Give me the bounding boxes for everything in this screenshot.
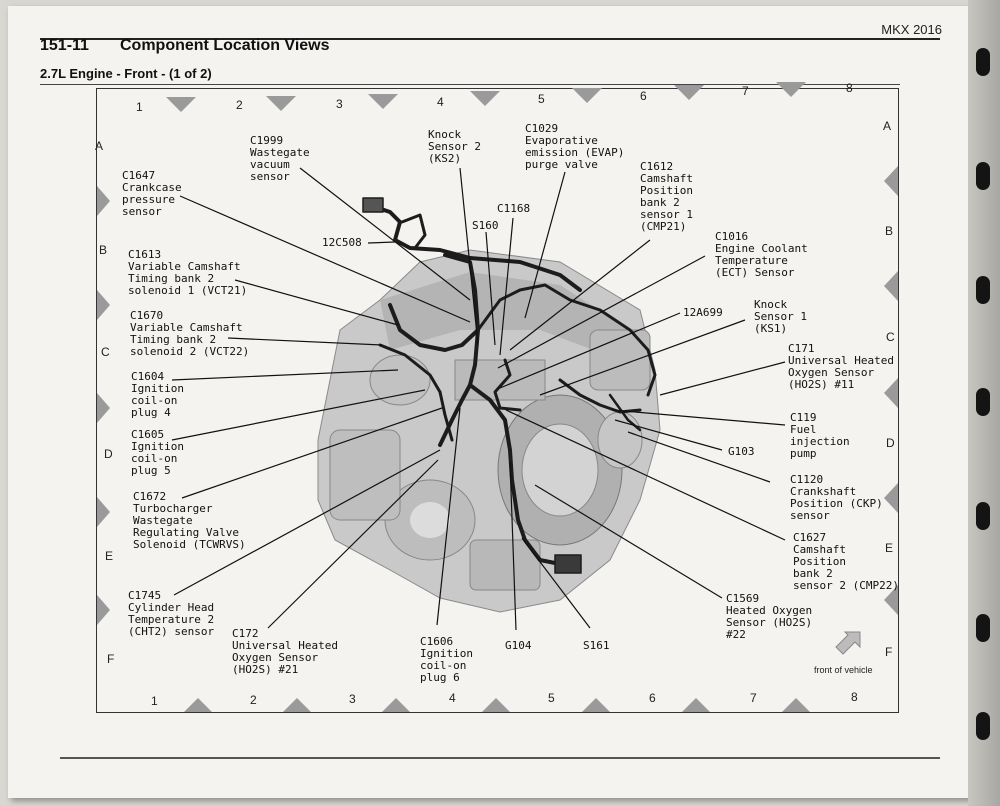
grid-row-right: E: [885, 541, 894, 555]
binder-hole: [976, 162, 990, 190]
header-rule: [40, 38, 940, 40]
vehicle-model: MKX 2016: [881, 22, 942, 37]
grid-col-bottom: 7: [750, 691, 757, 705]
grid-col-bottom: 1: [151, 694, 158, 708]
callout-c1604: C1604 Ignition coil-on plug 4: [131, 370, 184, 419]
callout-12c508: 12C508: [322, 236, 362, 249]
callout-12a699: 12A699: [683, 306, 723, 319]
callout-g103: G103: [728, 445, 755, 458]
engine-illustration: [317, 249, 661, 613]
wiring-harness: [362, 197, 657, 574]
callout-ks1: Knock Sensor 1 (KS1): [754, 298, 807, 335]
grid-row-left: E: [105, 549, 114, 563]
callout-c1647: C1647 Crankcase pressure sensor: [122, 169, 182, 218]
grid-col-top: 7: [742, 84, 749, 98]
callout-c171: C171 Universal Heated Oxygen Sensor (HO2…: [788, 342, 894, 391]
grid-row-left: F: [107, 652, 115, 666]
section-number: 151-11: [40, 37, 89, 54]
grid-col-top: 3: [336, 97, 343, 111]
callout-ks2: Knock Sensor 2 (KS2): [428, 128, 481, 165]
callout-c1999: C1999 Wastegate vacuum sensor: [250, 134, 310, 183]
grid-col-top: 6: [640, 89, 647, 103]
callout-c1670: C1670 Variable Camshaft Timing bank 2 so…: [130, 309, 250, 358]
grid-row-right: A: [883, 119, 892, 133]
callout-c1569: C1569 Heated Oxygen Sensor (HO2S) #22: [726, 592, 813, 641]
binder-hole: [976, 48, 990, 76]
callout-c1745: C1745 Cylinder Head Temperature 2 (CHT2)…: [128, 589, 215, 638]
diagram-frame: [96, 88, 899, 713]
footer-rule: [60, 757, 940, 759]
grid-col-bottom: 3: [349, 692, 356, 706]
callout-c1029: C1029 Evaporative emission (EVAP) purge …: [525, 122, 625, 171]
callout-c1606: C1606 Ignition coil-on plug 6: [420, 635, 473, 684]
callout-c1612: C1612 Camshaft Position bank 2 sensor 1 …: [640, 160, 693, 233]
callout-s160: S160: [472, 219, 499, 232]
grid-col-top: 4: [437, 95, 444, 109]
callout-c172: C172 Universal Heated Oxygen Sensor (HO2…: [232, 627, 338, 676]
section-title: Component Location Views: [120, 37, 330, 54]
grid-col-top: 1: [136, 100, 143, 114]
callout-c1672: C1672 Turbocharger Wastegate Regulating …: [133, 490, 246, 551]
binder-hole: [976, 276, 990, 304]
grid-col-bottom: 2: [250, 693, 257, 707]
grid-row-right: C: [886, 330, 895, 344]
grid-row-right: D: [886, 436, 895, 450]
callout-c1627: C1627 Camshaft Position bank 2 sensor 2 …: [793, 531, 899, 592]
front-of-vehicle-arrow: [835, 631, 861, 655]
binder-hole: [976, 502, 990, 530]
callout-g104: G104: [505, 639, 532, 652]
callout-c1120: C1120 Crankshaft Position (CKP) sensor: [790, 473, 883, 522]
grid-col-bottom: 8: [851, 690, 858, 704]
grid-col-bottom: 5: [548, 691, 555, 705]
grid-col-bottom: 6: [649, 691, 656, 705]
grid-col-top: 5: [538, 92, 545, 106]
binder-hole: [976, 388, 990, 416]
callout-c1016: C1016 Engine Coolant Temperature (ECT) S…: [715, 230, 808, 279]
grid-col-bottom: 4: [449, 691, 456, 705]
subtitle-rule: [40, 84, 900, 85]
callout-c1613: C1613 Variable Camshaft Timing bank 2 so…: [128, 248, 248, 297]
binder-hole: [976, 614, 990, 642]
callout-c119: C119 Fuel injection pump: [790, 411, 850, 460]
grid-row-left: B: [99, 243, 108, 257]
grid-col-top: 2: [236, 98, 243, 112]
leader-lines: [171, 167, 786, 631]
view-subtitle: 2.7L Engine - Front - (1 of 2): [40, 66, 212, 81]
callout-s161: S161: [583, 639, 610, 652]
grid-row-right: B: [885, 224, 894, 238]
binder-hole: [976, 712, 990, 740]
front-of-vehicle-label: front of vehicle: [814, 665, 873, 675]
grid-col-top: 8: [846, 81, 853, 95]
grid-markers: [97, 82, 898, 712]
grid-row-right: F: [885, 645, 893, 659]
callout-c1605: C1605 Ignition coil-on plug 5: [131, 428, 184, 477]
callout-c1168: C1168: [497, 202, 531, 215]
grid-row-left: D: [104, 447, 113, 461]
grid-row-left: A: [95, 139, 104, 153]
grid-row-left: C: [101, 345, 110, 359]
